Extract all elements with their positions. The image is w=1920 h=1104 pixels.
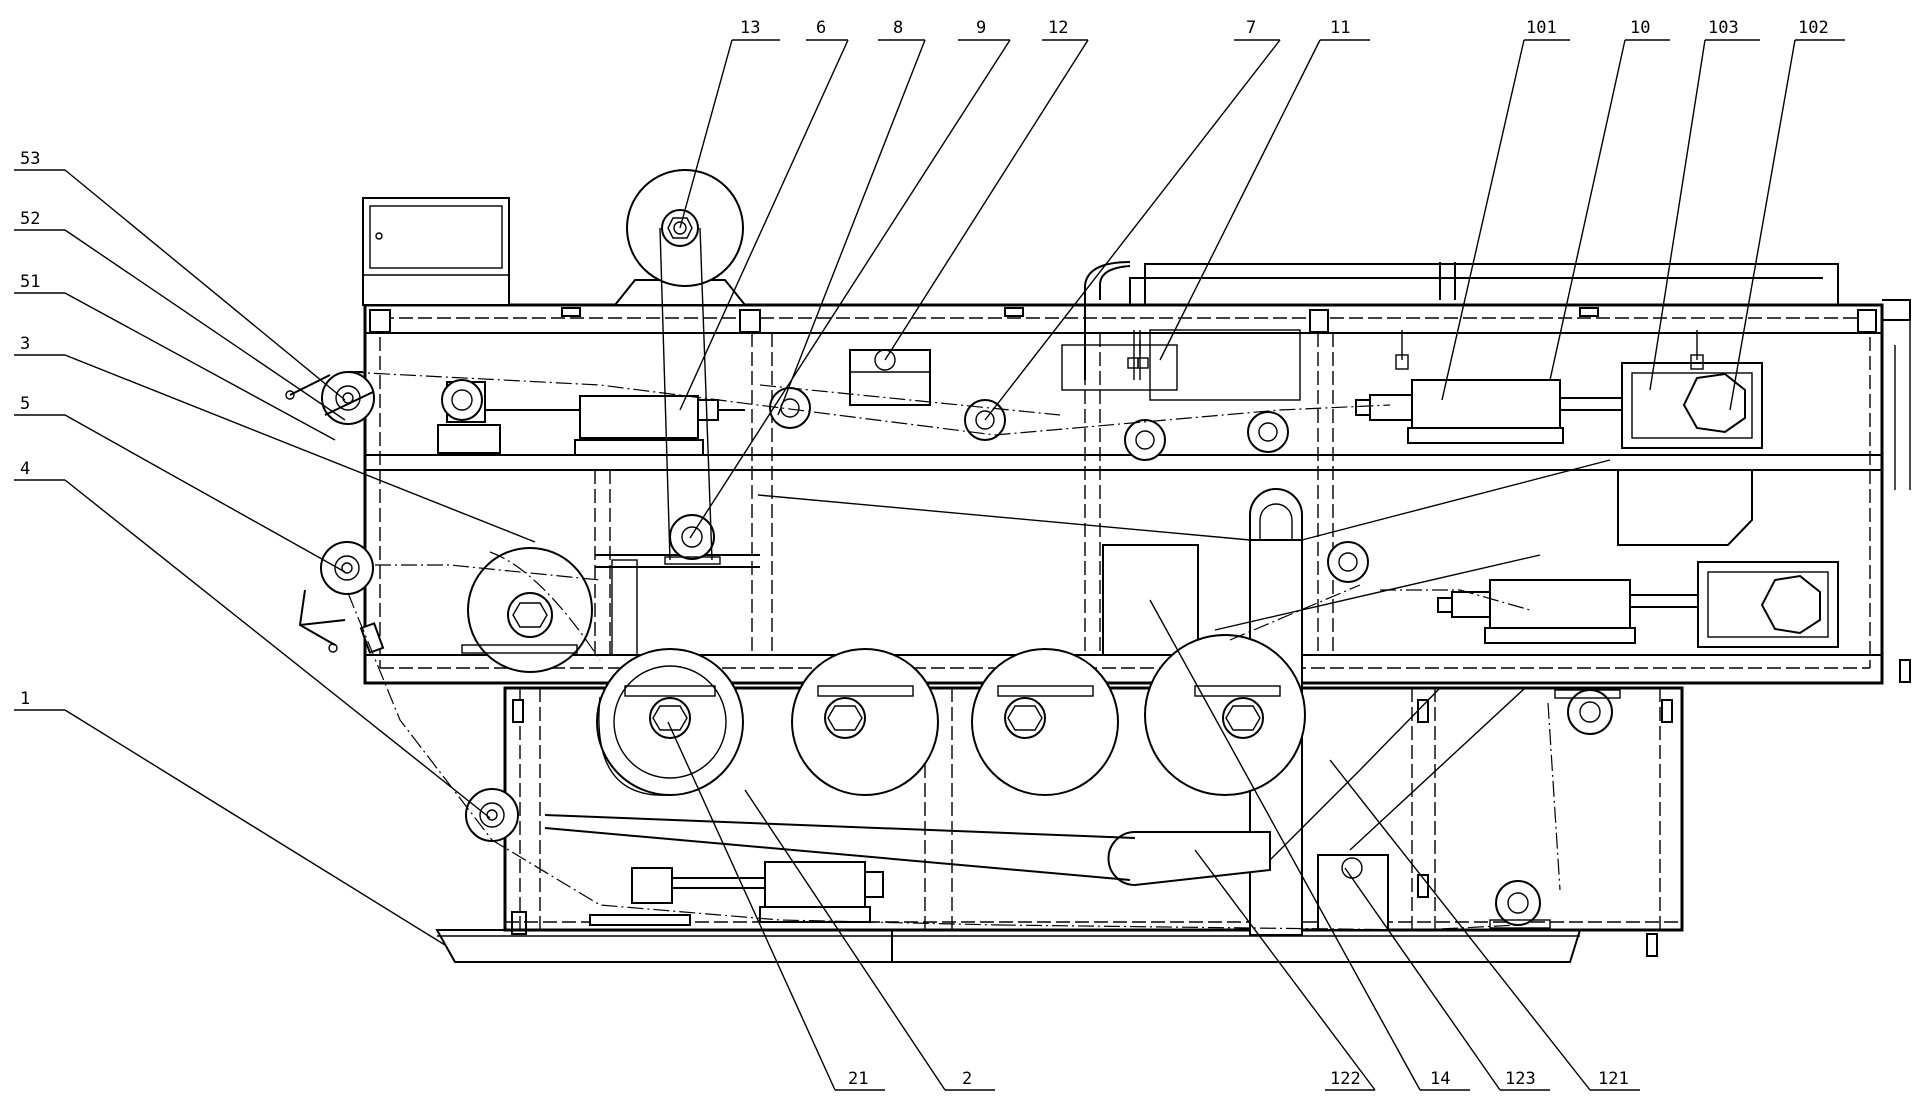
label-123: 123 <box>1505 1069 1536 1089</box>
lower-mechanisms <box>544 814 1389 931</box>
callout-labels-bottom: 21 2 122 14 123 121 <box>848 1069 1629 1089</box>
guide-rollers <box>320 371 1621 929</box>
label-101: 101 <box>1526 18 1557 38</box>
label-52: 52 <box>20 209 40 229</box>
label-1: 1 <box>20 689 30 709</box>
label-4: 4 <box>20 459 30 479</box>
middle-row-mechanisms <box>461 469 1839 936</box>
filter-belts <box>347 227 1611 931</box>
callout-labels-left: 53 52 51 3 5 4 1 <box>20 149 40 709</box>
label-122: 122 <box>1330 1069 1361 1089</box>
leader-lines <box>14 39 1845 1091</box>
callout-labels-top: 13 6 8 9 12 7 11 101 10 103 102 <box>740 18 1829 38</box>
label-6: 6 <box>816 18 826 38</box>
press-rollers <box>596 634 1306 796</box>
label-8: 8 <box>893 18 903 38</box>
label-51: 51 <box>20 272 40 292</box>
label-9: 9 <box>976 18 986 38</box>
control-cabinet <box>362 197 510 306</box>
label-3: 3 <box>20 334 30 354</box>
upper-row-mechanisms <box>437 330 1763 456</box>
label-10: 10 <box>1630 18 1650 38</box>
label-21: 21 <box>848 1069 868 1089</box>
label-102: 102 <box>1798 18 1829 38</box>
label-103: 103 <box>1708 18 1739 38</box>
label-121: 121 <box>1598 1069 1629 1089</box>
label-12: 12 <box>1048 18 1068 38</box>
label-5: 5 <box>20 394 30 414</box>
label-11: 11 <box>1330 18 1350 38</box>
label-2: 2 <box>962 1069 972 1089</box>
label-53: 53 <box>20 149 40 169</box>
left-scraper <box>285 371 385 654</box>
top-drive <box>612 169 748 306</box>
label-14: 14 <box>1430 1069 1450 1089</box>
label-7: 7 <box>1246 18 1256 38</box>
label-13: 13 <box>740 18 760 38</box>
